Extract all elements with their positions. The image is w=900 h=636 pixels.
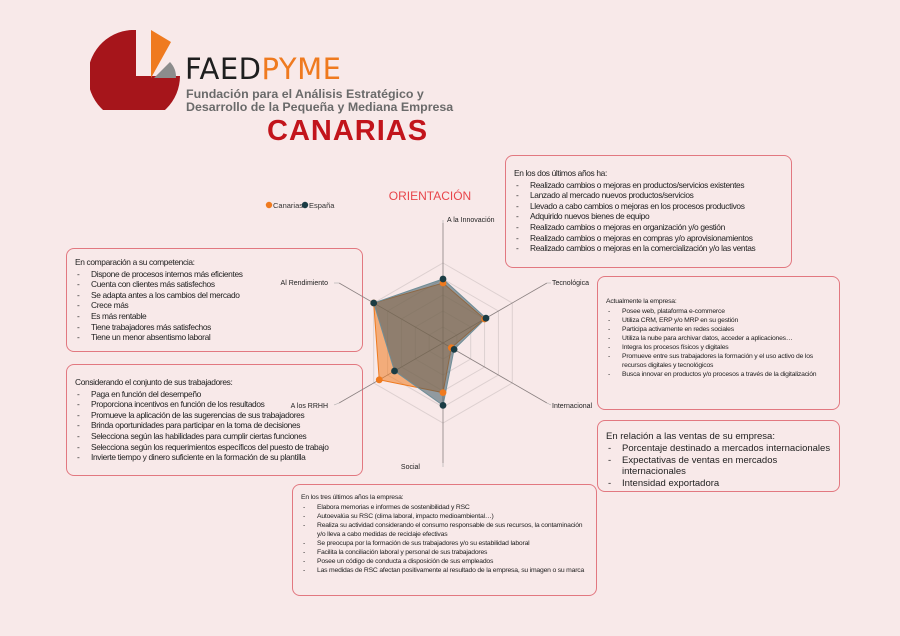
subtitle-line1: Fundación para el Análisis Estratégico y bbox=[186, 87, 424, 101]
data-point-canarias bbox=[439, 279, 447, 287]
box-heading: Considerando el conjunto de sus trabajad… bbox=[75, 377, 233, 387]
bullet-list: Paga en función del desempeñoProporciona… bbox=[75, 389, 354, 463]
data-point-canarias bbox=[439, 389, 447, 396]
list-item: Realizado cambios o mejoras en la comerc… bbox=[514, 243, 783, 254]
list-item: Realiza su actividad considerando el con… bbox=[301, 521, 588, 539]
legend-marker-canarias bbox=[265, 201, 273, 209]
data-point-canarias bbox=[370, 299, 378, 307]
brand-subtitle: Fundación para el Análisis Estratégico y… bbox=[186, 88, 453, 114]
logo-orange-wedge bbox=[151, 30, 171, 78]
box-heading: En comparación a su competencia: bbox=[75, 257, 195, 267]
box-heading: En los dos últimos años ha: bbox=[514, 168, 607, 178]
data-point-canarias bbox=[481, 315, 488, 323]
box-rendimiento: En comparación a su competencia: Dispone… bbox=[66, 248, 363, 352]
grid-ring bbox=[373, 262, 513, 424]
list-item: Autoevalúa su RSC (clima laboral, impact… bbox=[301, 512, 588, 521]
list-item: Crece más bbox=[75, 300, 354, 311]
list-item: Porcentaje destinado a mercados internac… bbox=[606, 443, 831, 455]
bullet-list: Realizado cambios o mejoras en productos… bbox=[514, 180, 783, 254]
legend-label-espana: España bbox=[309, 201, 335, 210]
axis-label: Social bbox=[401, 464, 421, 471]
box-heading: En los tres últimos años la empresa: bbox=[301, 494, 404, 501]
list-item: Expectativas de ventas en mercados inter… bbox=[606, 455, 831, 478]
logo-red-pie bbox=[90, 30, 180, 110]
axis-label: Internacional bbox=[552, 403, 593, 410]
box-heading: Actualmente la empresa: bbox=[606, 298, 677, 305]
list-item: Dispone de procesos internos más eficien… bbox=[75, 269, 354, 280]
box-internacional: En relación a las ventas de su empresa: … bbox=[597, 420, 840, 492]
list-item: Paga en función del desempeño bbox=[75, 389, 354, 400]
list-item: Es más rentable bbox=[75, 311, 354, 322]
series-area-espana bbox=[373, 278, 487, 407]
list-item: Selecciona según los requerimientos espe… bbox=[75, 442, 354, 453]
brand-part1: FAED bbox=[185, 52, 262, 86]
bullet-list: Elabora memorias e informes de sostenibi… bbox=[301, 503, 588, 575]
box-innovacion: En los dos últimos años ha: Realizado ca… bbox=[505, 155, 792, 268]
grid-ring bbox=[387, 278, 499, 408]
data-point-espana bbox=[482, 314, 490, 322]
series-area-canarias bbox=[373, 282, 486, 394]
list-item: Promueve entre sus trabajadores la forma… bbox=[606, 352, 831, 370]
box-rrhh: Considerando el conjunto de sus trabajad… bbox=[66, 364, 363, 476]
list-item: Cuenta con clientes más satisfechos bbox=[75, 279, 354, 290]
data-point-espana bbox=[391, 367, 398, 375]
list-item: Integra los procesos físicos y digitales bbox=[606, 343, 831, 352]
list-item: Promueve la aplicación de las sugerencia… bbox=[75, 410, 354, 421]
list-item: Invierte tiempo y dinero suficiente en l… bbox=[75, 452, 354, 463]
subtitle-line2: Desarrollo de la Pequeña y Mediana Empre… bbox=[186, 100, 454, 114]
list-item: Selecciona según las habilidades para cu… bbox=[75, 431, 354, 442]
list-item: Realizado cambios o mejoras en productos… bbox=[514, 180, 783, 191]
list-item: Tiene un menor absentismo laboral bbox=[75, 332, 354, 343]
data-point-canarias bbox=[447, 344, 455, 352]
chart-title: ORIENTACIÓN bbox=[389, 188, 471, 203]
grid-ring bbox=[400, 294, 486, 392]
list-item: Elabora memorias e informes de sostenibi… bbox=[301, 503, 588, 512]
list-item: Proporciona incentivos en función de los… bbox=[75, 399, 354, 410]
axis-line bbox=[442, 342, 548, 404]
list-item: Realizado cambios o mejoras en organizac… bbox=[514, 222, 783, 233]
data-point-espana bbox=[450, 346, 458, 353]
list-item: Realizado cambios o mejoras en compras y… bbox=[514, 233, 783, 244]
legend-marker-espana bbox=[301, 201, 309, 209]
axis-leader bbox=[546, 402, 552, 406]
region-title: CANARIAS bbox=[267, 115, 429, 147]
axis-line bbox=[442, 282, 548, 344]
box-tecnologica: Actualmente la empresa: Posee web, plata… bbox=[597, 276, 840, 410]
data-point-espana bbox=[439, 275, 447, 283]
list-item: Busca innovar en productos y/o procesos … bbox=[606, 370, 831, 379]
logo-gray-wedge bbox=[154, 62, 177, 78]
list-item: Utiliza CRM, ERP y/o MRP en su gestión bbox=[606, 316, 831, 325]
grid-ring bbox=[414, 310, 472, 376]
axis-label: A la Innovación bbox=[447, 217, 495, 224]
brand-name: FAEDPYME bbox=[185, 52, 341, 86]
bullet-list: Dispone de procesos internos más eficien… bbox=[75, 269, 354, 343]
list-item: Las medidas de RSC afectan positivamente… bbox=[301, 566, 588, 575]
data-point-canarias bbox=[375, 376, 383, 384]
bullet-list: Porcentaje destinado a mercados internac… bbox=[606, 443, 831, 489]
list-item: Se adapta antes a los cambios del mercad… bbox=[75, 290, 354, 301]
box-social: En los tres últimos años la empresa: Ela… bbox=[292, 484, 597, 596]
list-item: Posee un código de conducta a disposició… bbox=[301, 557, 588, 566]
list-item: Facilita la conciliación laboral y perso… bbox=[301, 548, 588, 557]
bullet-list: Posee web, plataforma e-commerceUtiliza … bbox=[606, 307, 831, 379]
list-item: Adquirido nuevos bienes de equipo bbox=[514, 211, 783, 222]
list-item: Intensidad exportadora bbox=[606, 478, 831, 490]
axis-label: Tecnológica bbox=[552, 280, 589, 287]
list-item: Tiene trabajadores más satisfechos bbox=[75, 322, 354, 333]
list-item: Posee web, plataforma e-commerce bbox=[606, 307, 831, 316]
list-item: Brinda oportunidades para participar en … bbox=[75, 420, 354, 431]
list-item: Lanzado al mercado nuevos productos/serv… bbox=[514, 190, 783, 201]
brand-part2: PYME bbox=[261, 52, 342, 86]
grid-ring bbox=[428, 326, 458, 360]
box-heading: En relación a las ventas de su empresa: bbox=[606, 431, 775, 442]
faedpyme-logo-icon bbox=[90, 30, 180, 110]
list-item: Utiliza la nube para archivar datos, acc… bbox=[606, 334, 831, 343]
list-item: Se preocupa por la formación de sus trab… bbox=[301, 539, 588, 548]
data-point-espana bbox=[370, 299, 378, 307]
list-item: Participa activamente en redes sociales bbox=[606, 325, 831, 334]
data-point-espana bbox=[439, 402, 447, 409]
list-item: Llevado a cabo cambios o mejoras en los … bbox=[514, 201, 783, 212]
legend-label-canarias: Canarias bbox=[273, 201, 303, 210]
